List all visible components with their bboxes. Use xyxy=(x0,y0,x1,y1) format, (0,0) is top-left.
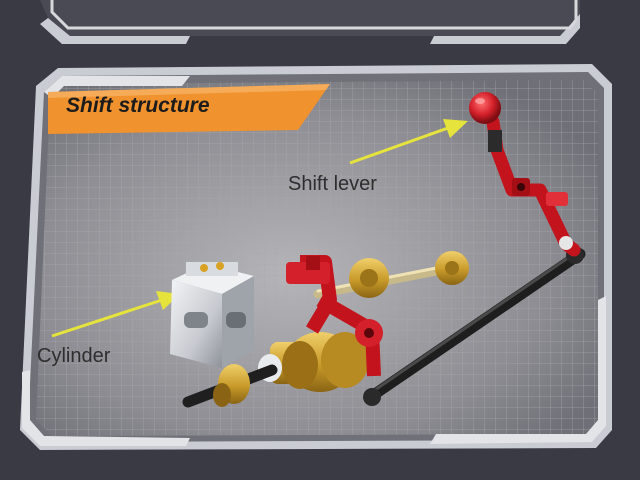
shift-fork xyxy=(286,255,383,377)
title-banner xyxy=(48,84,330,134)
shift-lever-arrow xyxy=(349,119,468,165)
gear-axle xyxy=(313,251,469,299)
shift-lever-callout-label: Shift lever xyxy=(288,173,377,195)
frame-bevels xyxy=(22,76,606,446)
gearbox-assembly xyxy=(258,332,369,392)
panel-title: Shift structure xyxy=(66,94,210,117)
cylinder-callout-label: Cylinder xyxy=(37,345,111,367)
upper-panel-fragment xyxy=(40,0,580,44)
shift-lever xyxy=(469,92,581,257)
cylinder-block xyxy=(170,262,254,368)
drive-shaft xyxy=(182,364,278,408)
